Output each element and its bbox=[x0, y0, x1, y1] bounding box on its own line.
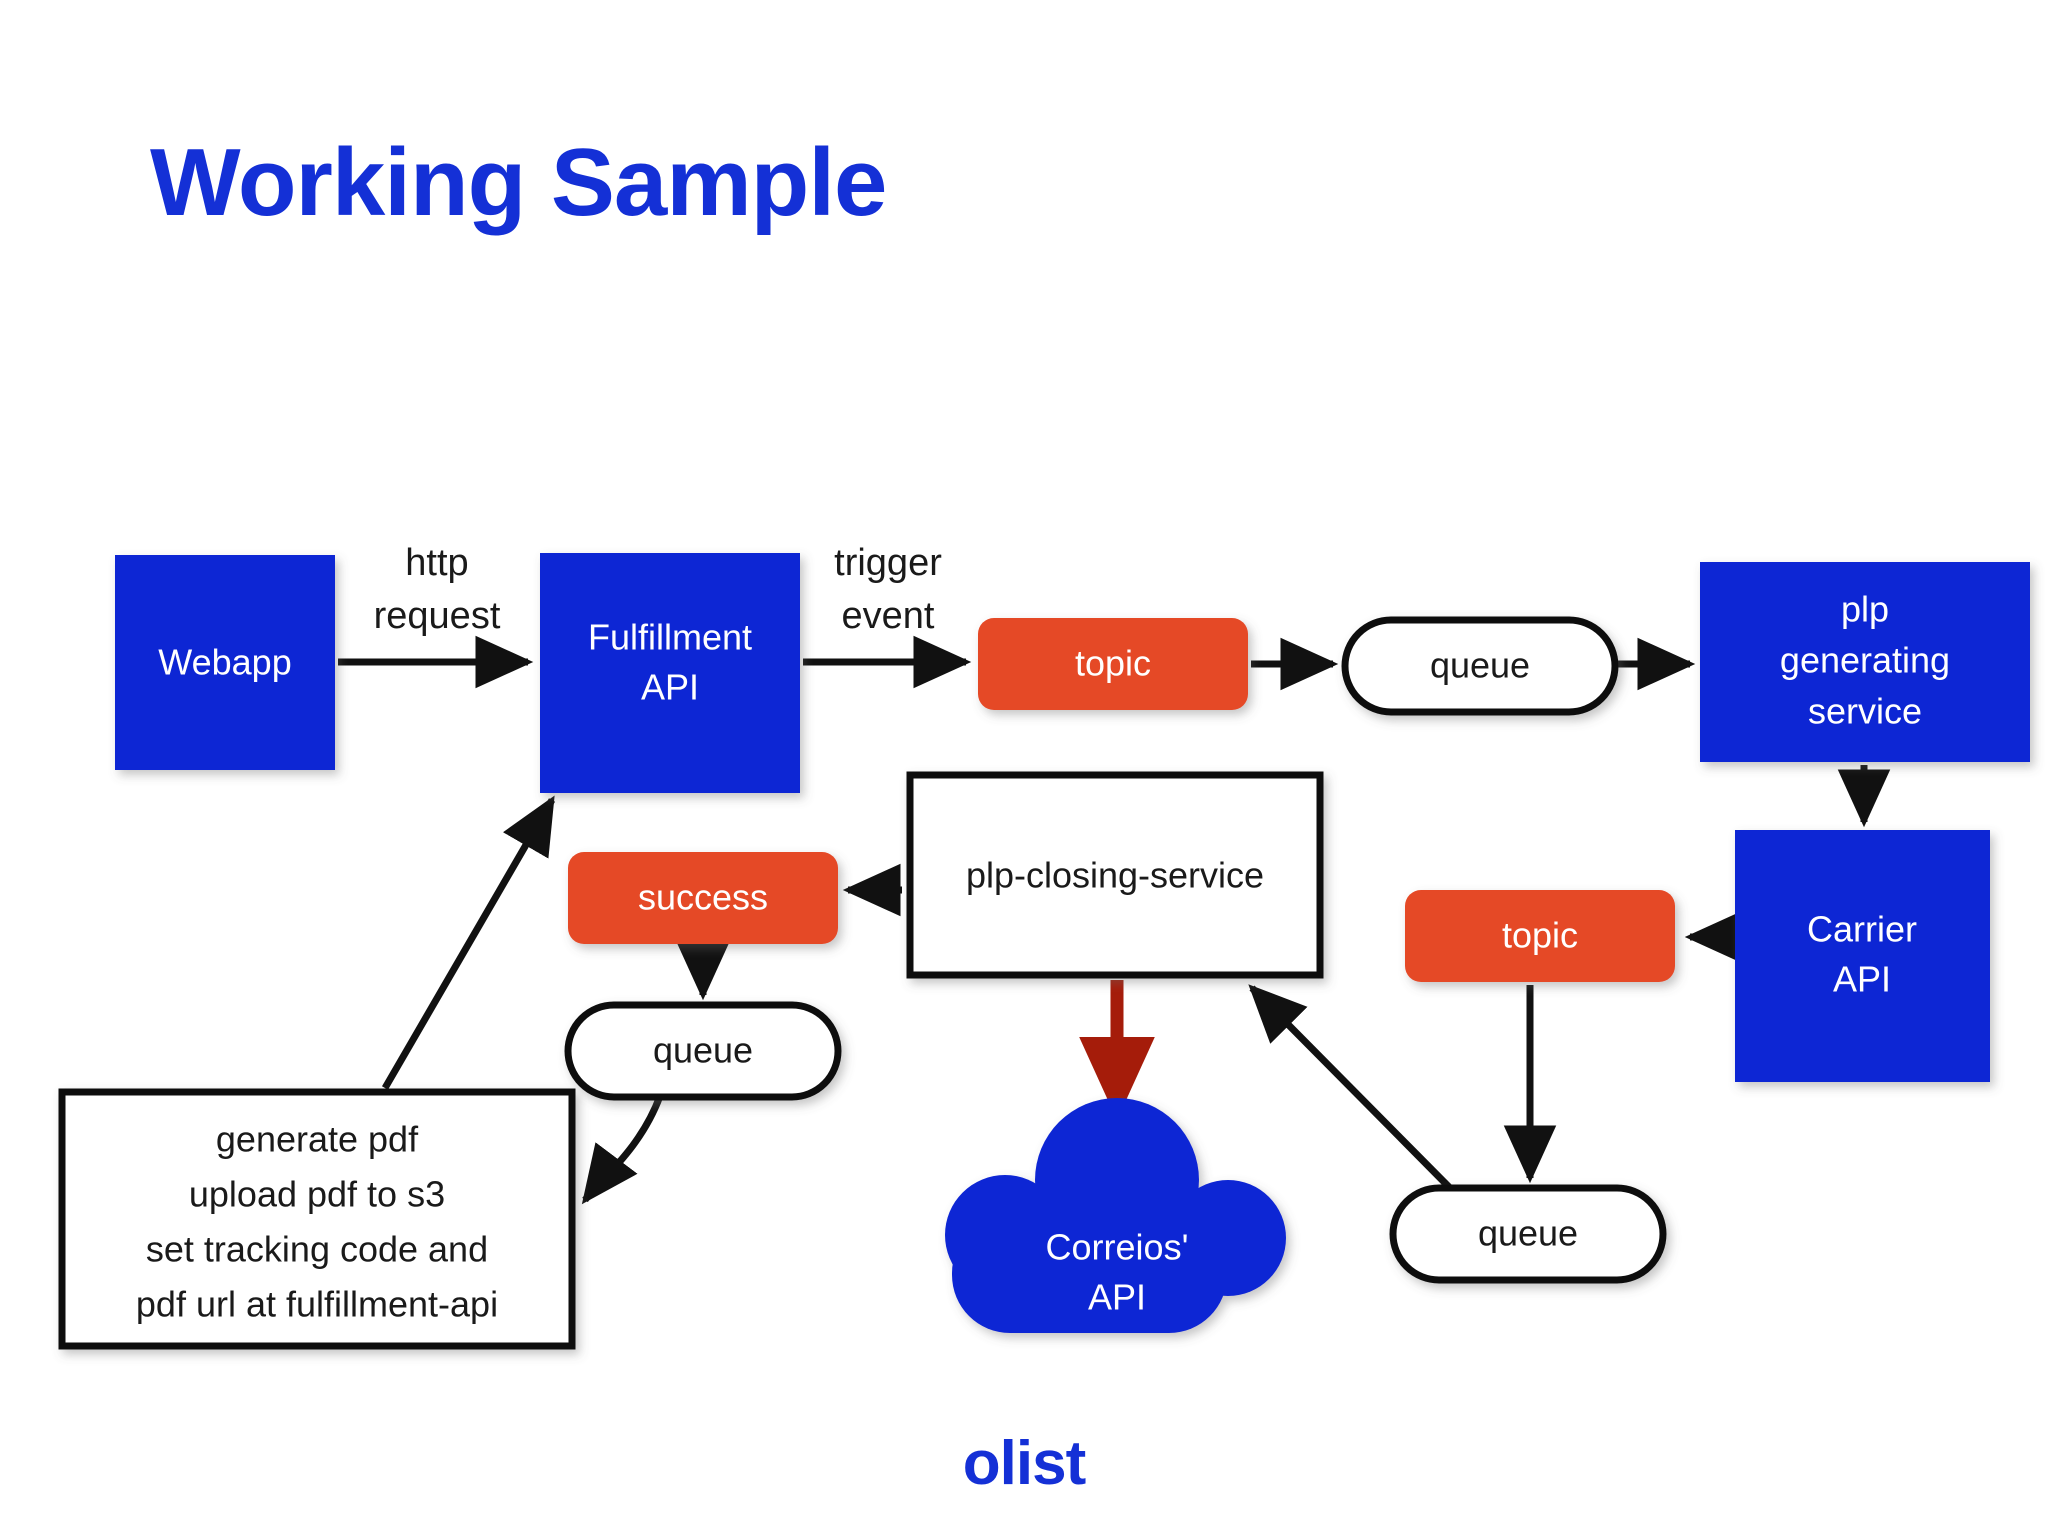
edge-label-trigger-event-line1: trigger bbox=[834, 542, 942, 584]
node-topic-top-label: topic bbox=[1075, 643, 1151, 684]
edge-note-to-fulfillment bbox=[381, 795, 556, 1090]
edge-queue-left-to-note bbox=[581, 1094, 664, 1205]
node-correios-api-line2: API bbox=[1088, 1277, 1146, 1318]
node-carrier-api-line2: API bbox=[1833, 959, 1891, 1000]
node-queue-left-label: queue bbox=[653, 1030, 753, 1071]
node-layer: Webapp Fulfillment API topic queue p bbox=[58, 553, 2030, 1350]
node-plp-generating-line1: plp bbox=[1841, 589, 1889, 630]
node-topic-top[interactable]: topic bbox=[978, 618, 1248, 710]
node-note-line3: set tracking code and bbox=[146, 1229, 488, 1270]
node-queue-right-label: queue bbox=[1478, 1213, 1578, 1254]
node-topic-right[interactable]: topic bbox=[1405, 890, 1675, 982]
edge-layer bbox=[338, 635, 1891, 1205]
node-note-line2: upload pdf to s3 bbox=[189, 1174, 445, 1215]
node-queue-top[interactable]: queue bbox=[1341, 616, 1619, 716]
node-queue-top-label: queue bbox=[1430, 645, 1530, 686]
node-topic-right-label: topic bbox=[1502, 915, 1578, 956]
node-note[interactable]: generate pdf upload pdf to s3 set tracki… bbox=[58, 1088, 576, 1350]
node-carrier-api-line1: Carrier bbox=[1807, 909, 1917, 950]
node-queue-right[interactable]: queue bbox=[1389, 1184, 1667, 1284]
node-note-line1: generate pdf bbox=[216, 1119, 419, 1160]
node-fulfillment-api-line2: API bbox=[641, 667, 699, 708]
node-fulfillment-api-line1: Fulfillment bbox=[588, 617, 752, 658]
page-title: Working Sample bbox=[150, 129, 887, 236]
node-fulfillment-api[interactable]: Fulfillment API bbox=[540, 553, 800, 793]
edge-label-layer: http request trigger event bbox=[374, 542, 943, 637]
edge-label-http-request-line2: request bbox=[374, 595, 501, 637]
node-success[interactable]: success bbox=[568, 852, 838, 944]
edge-label-trigger-event-line2: event bbox=[842, 595, 935, 637]
node-correios-api[interactable]: Correios' API bbox=[945, 1098, 1286, 1333]
node-plp-generating-service[interactable]: plp generating service bbox=[1700, 562, 2030, 762]
olist-logo: olist bbox=[962, 1429, 1086, 1498]
edge-label-http-request: http request bbox=[374, 542, 501, 637]
node-webapp-label: Webapp bbox=[158, 642, 291, 683]
node-correios-api-line1: Correios' bbox=[1046, 1227, 1189, 1268]
edge-queue-right-to-plp-closing bbox=[1248, 984, 1455, 1193]
node-carrier-api[interactable]: Carrier API bbox=[1735, 830, 1990, 1082]
edge-label-trigger-event: trigger event bbox=[834, 542, 942, 637]
edge-label-http-request-line1: http bbox=[405, 542, 468, 584]
node-plp-closing-service[interactable]: plp-closing-service bbox=[906, 771, 1324, 979]
node-plp-generating-line3: service bbox=[1808, 691, 1922, 732]
node-plp-closing-service-label: plp-closing-service bbox=[966, 855, 1264, 896]
node-webapp[interactable]: Webapp bbox=[115, 555, 335, 770]
node-queue-left[interactable]: queue bbox=[564, 1001, 842, 1101]
node-success-label: success bbox=[638, 877, 768, 918]
node-note-line4: pdf url at fulfillment-api bbox=[136, 1284, 498, 1325]
node-plp-generating-line2: generating bbox=[1780, 640, 1950, 681]
